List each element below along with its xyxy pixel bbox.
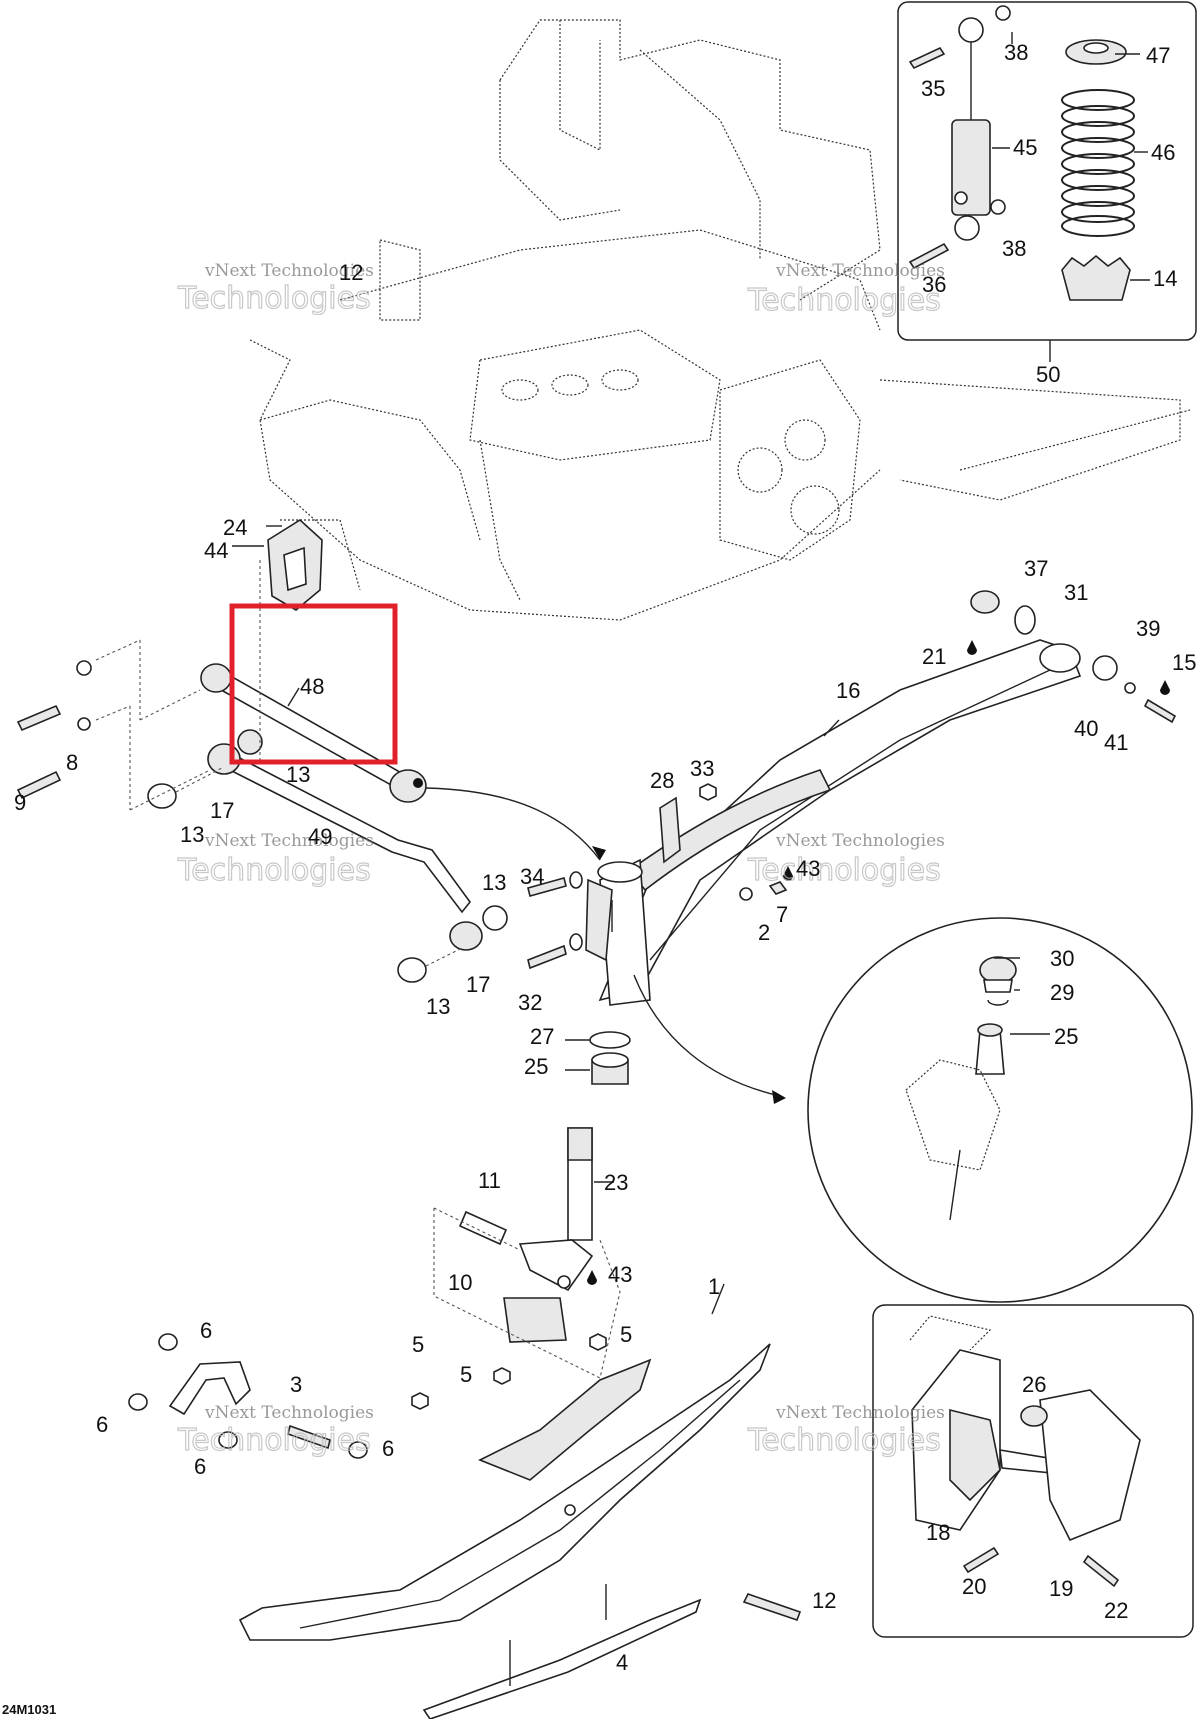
callout-6: 6 xyxy=(194,1454,206,1479)
callout-38: 38 xyxy=(1002,236,1026,261)
spindle-pivot-inset xyxy=(872,1304,1194,1638)
callout-43: 43 xyxy=(796,856,820,881)
callout-34: 34 xyxy=(520,864,544,889)
callout-41: 41 xyxy=(1104,730,1128,755)
watermark-text: vNext Technologies xyxy=(775,261,945,281)
a-arm xyxy=(424,590,1177,1104)
callout-23: 23 xyxy=(604,1170,628,1195)
ski xyxy=(128,1333,802,1720)
watermark-outline: Technologies xyxy=(177,1423,371,1458)
callout-7: 7 xyxy=(776,902,788,927)
callout-27: 27 xyxy=(530,1024,554,1049)
watermark-text: vNext Technologies xyxy=(775,831,945,851)
callout-1: 1 xyxy=(708,1274,720,1299)
callout-50: 50 xyxy=(1036,362,1060,387)
callout-20: 20 xyxy=(962,1574,986,1599)
callout-24: 24 xyxy=(223,515,247,540)
callout-35: 35 xyxy=(921,76,945,101)
callout-25: 25 xyxy=(524,1054,548,1079)
callout-17: 17 xyxy=(210,798,234,823)
callout-12: 12 xyxy=(812,1588,836,1613)
detail-circle xyxy=(807,917,1193,1303)
callout-22: 22 xyxy=(1104,1598,1128,1623)
callout-25: 25 xyxy=(1054,1024,1078,1049)
callout-16: 16 xyxy=(836,678,860,703)
callout-9: 9 xyxy=(14,790,26,815)
callout-37: 37 xyxy=(1024,556,1048,581)
callout-13: 13 xyxy=(286,762,310,787)
callout-28: 28 xyxy=(650,768,674,793)
callout-44: 44 xyxy=(204,538,228,563)
radius-rods xyxy=(16,519,508,983)
callout-3: 3 xyxy=(290,1372,302,1397)
watermark-outline: Technologies xyxy=(177,853,371,888)
callout-30: 30 xyxy=(1050,946,1074,971)
shock-absorber-inset xyxy=(897,1,1197,362)
callout-49: 49 xyxy=(308,824,332,849)
callout-38: 38 xyxy=(1004,40,1028,65)
callout-31: 31 xyxy=(1064,580,1088,605)
watermark-text: vNext Technologies xyxy=(204,261,374,281)
callout-39: 39 xyxy=(1136,616,1160,641)
callout-19: 19 xyxy=(1049,1576,1073,1601)
callout-11: 11 xyxy=(478,1168,501,1193)
callout-6: 6 xyxy=(382,1436,394,1461)
watermark-text: vNext Technologies xyxy=(775,1403,945,1423)
callout-46: 46 xyxy=(1151,140,1175,165)
highlight-box xyxy=(229,603,398,765)
callout-5: 5 xyxy=(460,1362,472,1387)
callout-47: 47 xyxy=(1146,43,1170,68)
spindle xyxy=(433,1031,631,1379)
callout-48: 48 xyxy=(300,674,324,699)
callout-40: 40 xyxy=(1074,716,1098,741)
callout-12: 12 xyxy=(339,260,363,285)
callout-36: 36 xyxy=(922,272,946,297)
watermarks: vNext Technologies Technologies vNext Te… xyxy=(176,261,945,1459)
callout-18: 18 xyxy=(926,1520,950,1545)
callout-15: 15 xyxy=(1172,650,1196,675)
callout-13: 13 xyxy=(180,822,204,847)
callout-labels: 38 47 35 45 46 38 36 14 50 12 24 44 37 3… xyxy=(2,40,1196,1717)
watermark-text: vNext Technologies xyxy=(204,1403,374,1423)
callout-13: 13 xyxy=(426,994,450,1019)
callout-4: 4 xyxy=(616,1650,628,1675)
watermark-outline: Technologies xyxy=(177,281,371,316)
watermark-outline: Technologies xyxy=(747,853,941,888)
callout-17: 17 xyxy=(466,972,490,997)
callout-13: 13 xyxy=(482,870,506,895)
callout-5: 5 xyxy=(412,1332,424,1357)
callout-26: 26 xyxy=(1022,1372,1046,1397)
callout-21: 21 xyxy=(922,644,946,669)
callout-43: 43 xyxy=(608,1262,632,1287)
drawing-code: 24M1031 xyxy=(2,1702,56,1717)
callout-6: 6 xyxy=(200,1318,212,1343)
callout-33: 33 xyxy=(690,756,714,781)
watermark-outline: Technologies xyxy=(747,1423,941,1458)
callout-leaders xyxy=(232,525,1050,1315)
watermark-text: vNext Technologies xyxy=(204,831,374,851)
callout-5: 5 xyxy=(620,1322,632,1347)
callout-10: 10 xyxy=(448,1270,472,1295)
callout-45: 45 xyxy=(1013,135,1037,160)
callout-14: 14 xyxy=(1153,266,1177,291)
callout-2: 2 xyxy=(758,920,770,945)
callout-29: 29 xyxy=(1050,980,1074,1005)
callout-32: 32 xyxy=(518,990,542,1015)
callout-6: 6 xyxy=(96,1412,108,1437)
callout-8: 8 xyxy=(66,750,78,775)
watermark-outline: Technologies xyxy=(747,283,941,318)
